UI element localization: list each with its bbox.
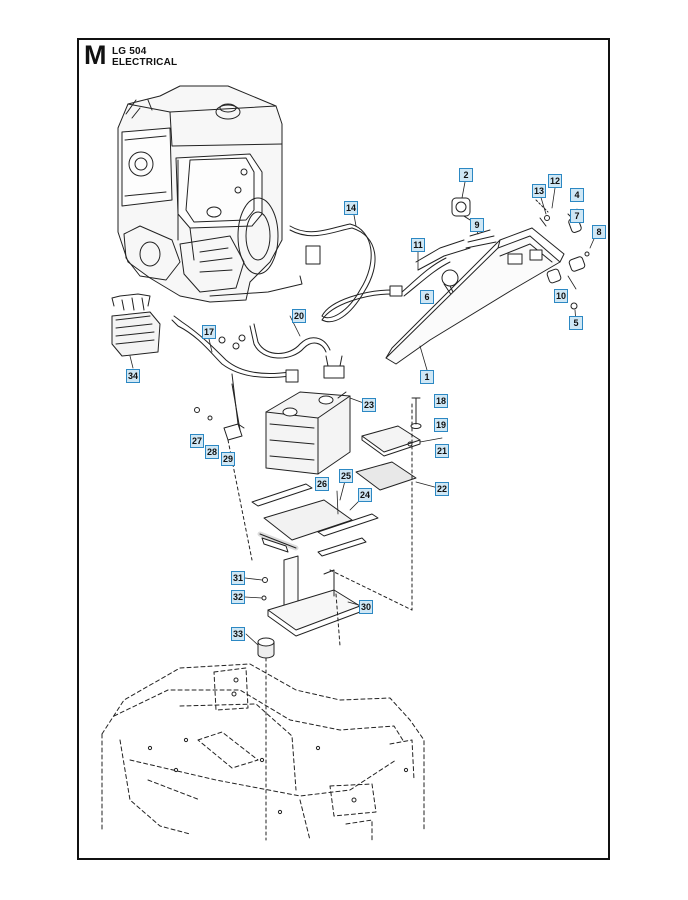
callout-part-34[interactable]: 34 — [126, 369, 140, 383]
battery-hold-down — [355, 397, 422, 491]
callout-part-10[interactable]: 10 — [554, 289, 568, 303]
callout-part-27[interactable]: 27 — [190, 434, 204, 448]
section-title: ELECTRICAL — [112, 57, 178, 68]
callout-part-17[interactable]: 17 — [202, 325, 216, 339]
console-panel — [385, 199, 590, 365]
callout-part-20[interactable]: 20 — [292, 309, 306, 323]
leader-lines — [129, 181, 598, 646]
callout-part-21[interactable]: 21 — [435, 444, 449, 458]
section-letter: M — [84, 40, 107, 70]
callout-part-28[interactable]: 28 — [205, 445, 219, 459]
tractor-chassis — [101, 663, 425, 841]
callout-part-5[interactable]: 5 — [569, 316, 583, 330]
callout-part-33[interactable]: 33 — [231, 627, 245, 641]
rubber-mount — [257, 637, 275, 841]
voltage-regulator — [111, 293, 161, 357]
engine-illustration — [117, 85, 303, 303]
callout-part-11[interactable]: 11 — [411, 238, 425, 252]
battery-tray-pads — [251, 483, 379, 557]
callout-part-30[interactable]: 30 — [359, 600, 373, 614]
callout-part-2[interactable]: 2 — [459, 168, 473, 182]
callout-part-13[interactable]: 13 — [532, 184, 546, 198]
callout-part-29[interactable]: 29 — [221, 452, 235, 466]
cable-17-20 — [171, 315, 345, 429]
callout-part-7[interactable]: 7 — [570, 209, 584, 223]
callout-part-8[interactable]: 8 — [592, 225, 606, 239]
battery — [265, 391, 351, 475]
callout-part-22[interactable]: 22 — [435, 482, 449, 496]
model-title: LG 504 — [112, 46, 147, 57]
callout-part-9[interactable]: 9 — [470, 218, 484, 232]
callout-part-19[interactable]: 19 — [434, 418, 448, 432]
callout-part-14[interactable]: 14 — [344, 201, 358, 215]
chassis-bolt-holes — [147, 677, 409, 815]
diagram-frame — [77, 38, 610, 860]
callout-part-1[interactable]: 1 — [420, 370, 434, 384]
callout-part-23[interactable]: 23 — [362, 398, 376, 412]
callout-part-12[interactable]: 12 — [548, 174, 562, 188]
callout-part-25[interactable]: 25 — [339, 469, 353, 483]
callout-part-24[interactable]: 24 — [358, 488, 372, 502]
callout-part-4[interactable]: 4 — [570, 188, 584, 202]
cable-14 — [289, 223, 403, 323]
callout-part-26[interactable]: 26 — [315, 477, 329, 491]
small-hardware — [194, 383, 243, 441]
callout-part-6[interactable]: 6 — [420, 290, 434, 304]
callout-part-32[interactable]: 32 — [231, 590, 245, 604]
callout-part-18[interactable]: 18 — [434, 394, 448, 408]
callout-part-31[interactable]: 31 — [231, 571, 245, 585]
